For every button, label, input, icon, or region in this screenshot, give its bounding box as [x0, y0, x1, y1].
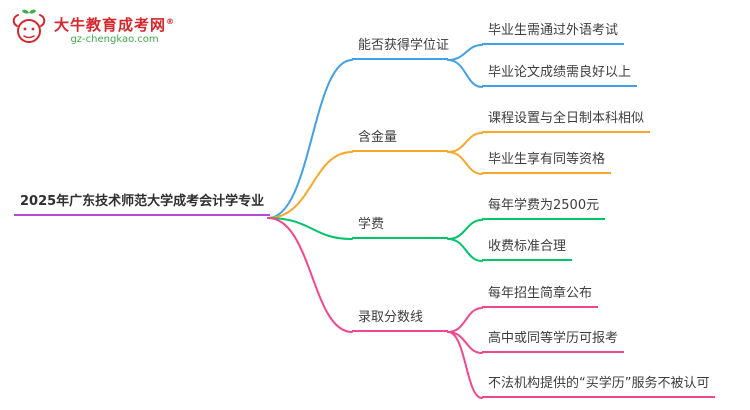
leaf-node: 毕业生享有同等资格: [482, 150, 612, 174]
branch-node-value: 含金量: [352, 128, 448, 152]
leaf-node: 每年学费为2500元: [482, 196, 606, 220]
leaf-node: 课程设置与全日制本科相似: [482, 109, 651, 133]
leaf-node: 高中或同等学历可报考: [482, 329, 625, 353]
link-root-score: [267, 217, 353, 333]
link-value-leaf1: [447, 132, 483, 153]
leaf-node: 收费标准合理: [482, 237, 573, 261]
branch-node-tuition: 学费: [352, 215, 448, 239]
link-score-leaf3: [447, 331, 483, 399]
logo-subtitle: gz-chengkao.com: [70, 33, 159, 45]
branch-node-score: 录取分数线: [352, 308, 448, 332]
root-node: 2025年广东技术师范大学成考会计学专业: [14, 192, 271, 216]
site-logo: 大牛教育成考网® gz-chengkao.com: [10, 8, 175, 50]
branch-node-degree: 能否获得学位证: [352, 36, 449, 60]
leaf-node: 每年招生简章公布: [482, 284, 599, 308]
leaf-node: 毕业生需通过外语考试: [482, 21, 625, 45]
link-score-leaf1: [447, 307, 483, 333]
bull-icon: [10, 8, 48, 50]
trademark-symbol: ®: [166, 16, 176, 26]
logo-title: 大牛教育成考网®: [54, 15, 176, 34]
leaf-node: 不法机构提供的“买学历”服务不被认可: [482, 374, 716, 398]
link-root-tuition: [267, 217, 353, 240]
link-tuition-leaf2: [447, 238, 483, 262]
link-root-degree: [267, 59, 353, 219]
link-root-value: [267, 151, 353, 219]
link-tuition-leaf1: [447, 219, 483, 240]
leaf-node: 毕业论文成绩需良好以上: [482, 63, 638, 87]
link-value-leaf2: [447, 151, 483, 175]
link-degree-leaf2: [447, 59, 483, 88]
link-degree-leaf1: [447, 44, 483, 61]
